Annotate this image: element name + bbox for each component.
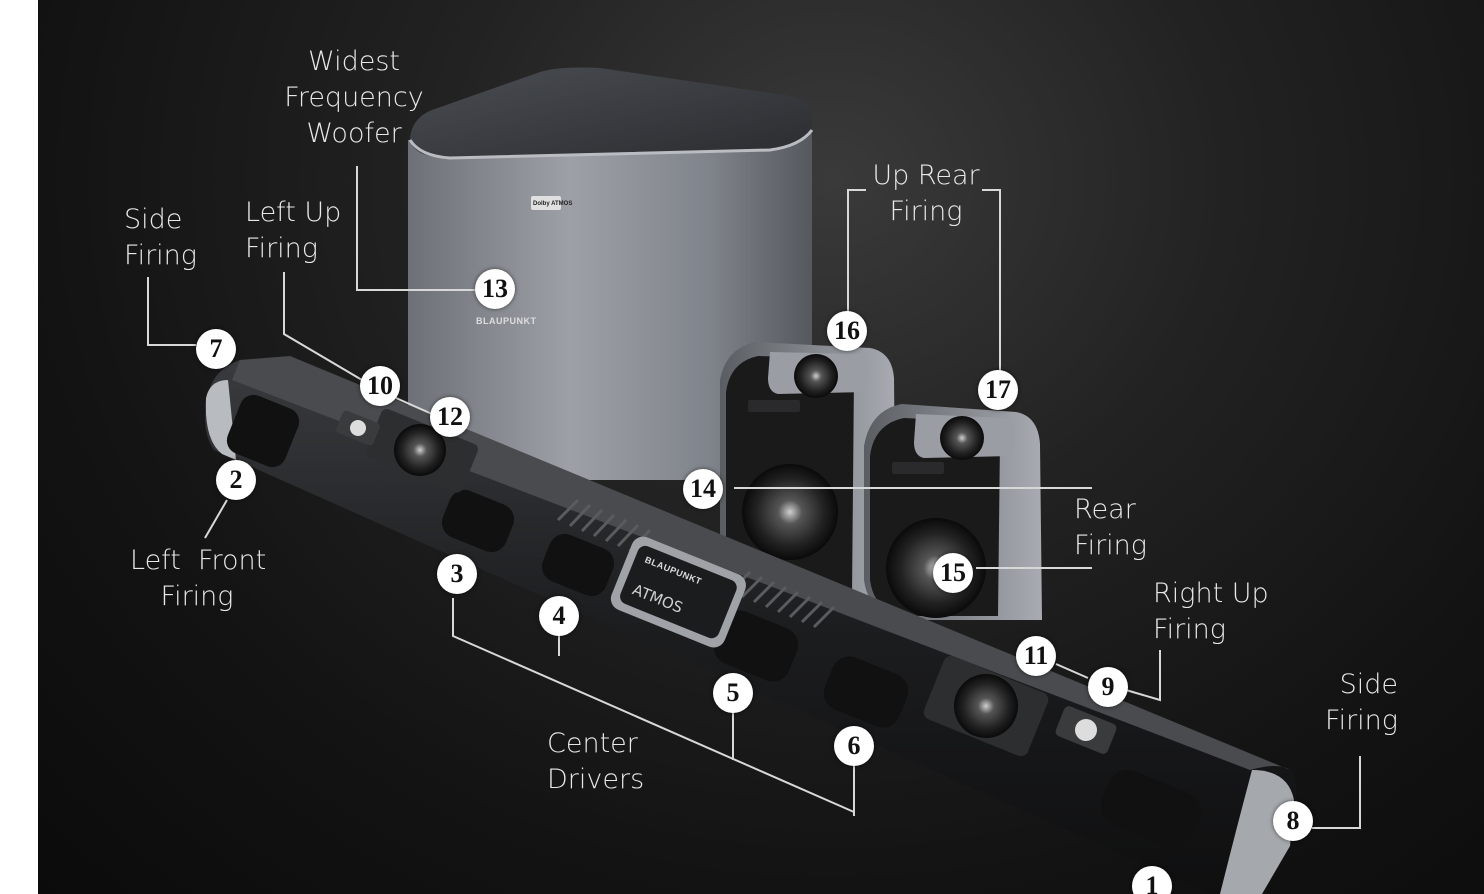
dolby-badge bbox=[531, 196, 561, 210]
subwoofer-brand: BLAUPUNKT bbox=[476, 316, 537, 326]
badge-3: 3 bbox=[437, 554, 477, 594]
badge-7: 7 bbox=[196, 329, 236, 369]
badge-17: 17 bbox=[978, 370, 1018, 410]
badge-9: 9 bbox=[1088, 667, 1128, 707]
badge-16: 16 bbox=[827, 311, 867, 351]
dolby-text: Dolby ATMOS bbox=[533, 201, 572, 207]
callout-lines bbox=[147, 166, 1361, 829]
label-side-firing-left: Side Firing bbox=[124, 204, 197, 271]
label-right-up-firing: Right Up Firing bbox=[1153, 578, 1269, 645]
badge-4: 4 bbox=[539, 596, 579, 636]
label-center-drivers: Center Drivers bbox=[547, 728, 645, 795]
label-side-firing-right: Side Firing bbox=[1325, 669, 1398, 736]
badge-13: 13 bbox=[475, 269, 515, 309]
badge-5: 5 bbox=[713, 673, 753, 713]
badge-12: 12 bbox=[430, 397, 470, 437]
badge-1: 1 bbox=[1132, 866, 1172, 894]
badge-11: 11 bbox=[1016, 636, 1056, 676]
badge-15: 15 bbox=[933, 553, 973, 593]
badge-14: 14 bbox=[683, 469, 723, 509]
badge-6: 6 bbox=[834, 726, 874, 766]
badge-8: 8 bbox=[1273, 801, 1313, 841]
label-woofer: Widest Frequency Woofer bbox=[284, 46, 424, 149]
label-rear-firing: Rear Firing bbox=[1074, 494, 1147, 561]
rear-speaker-left bbox=[720, 342, 896, 600]
label-left-front-firing: Left Front Firing bbox=[130, 545, 267, 612]
label-left-up-firing: Left Up Firing bbox=[245, 197, 342, 264]
subwoofer: Dolby ATMOS BLAUPUNKT bbox=[408, 67, 814, 480]
badge-2: 2 bbox=[216, 460, 256, 500]
badge-10: 10 bbox=[360, 366, 400, 406]
label-up-rear-firing: Up Rear Firing bbox=[872, 160, 980, 227]
